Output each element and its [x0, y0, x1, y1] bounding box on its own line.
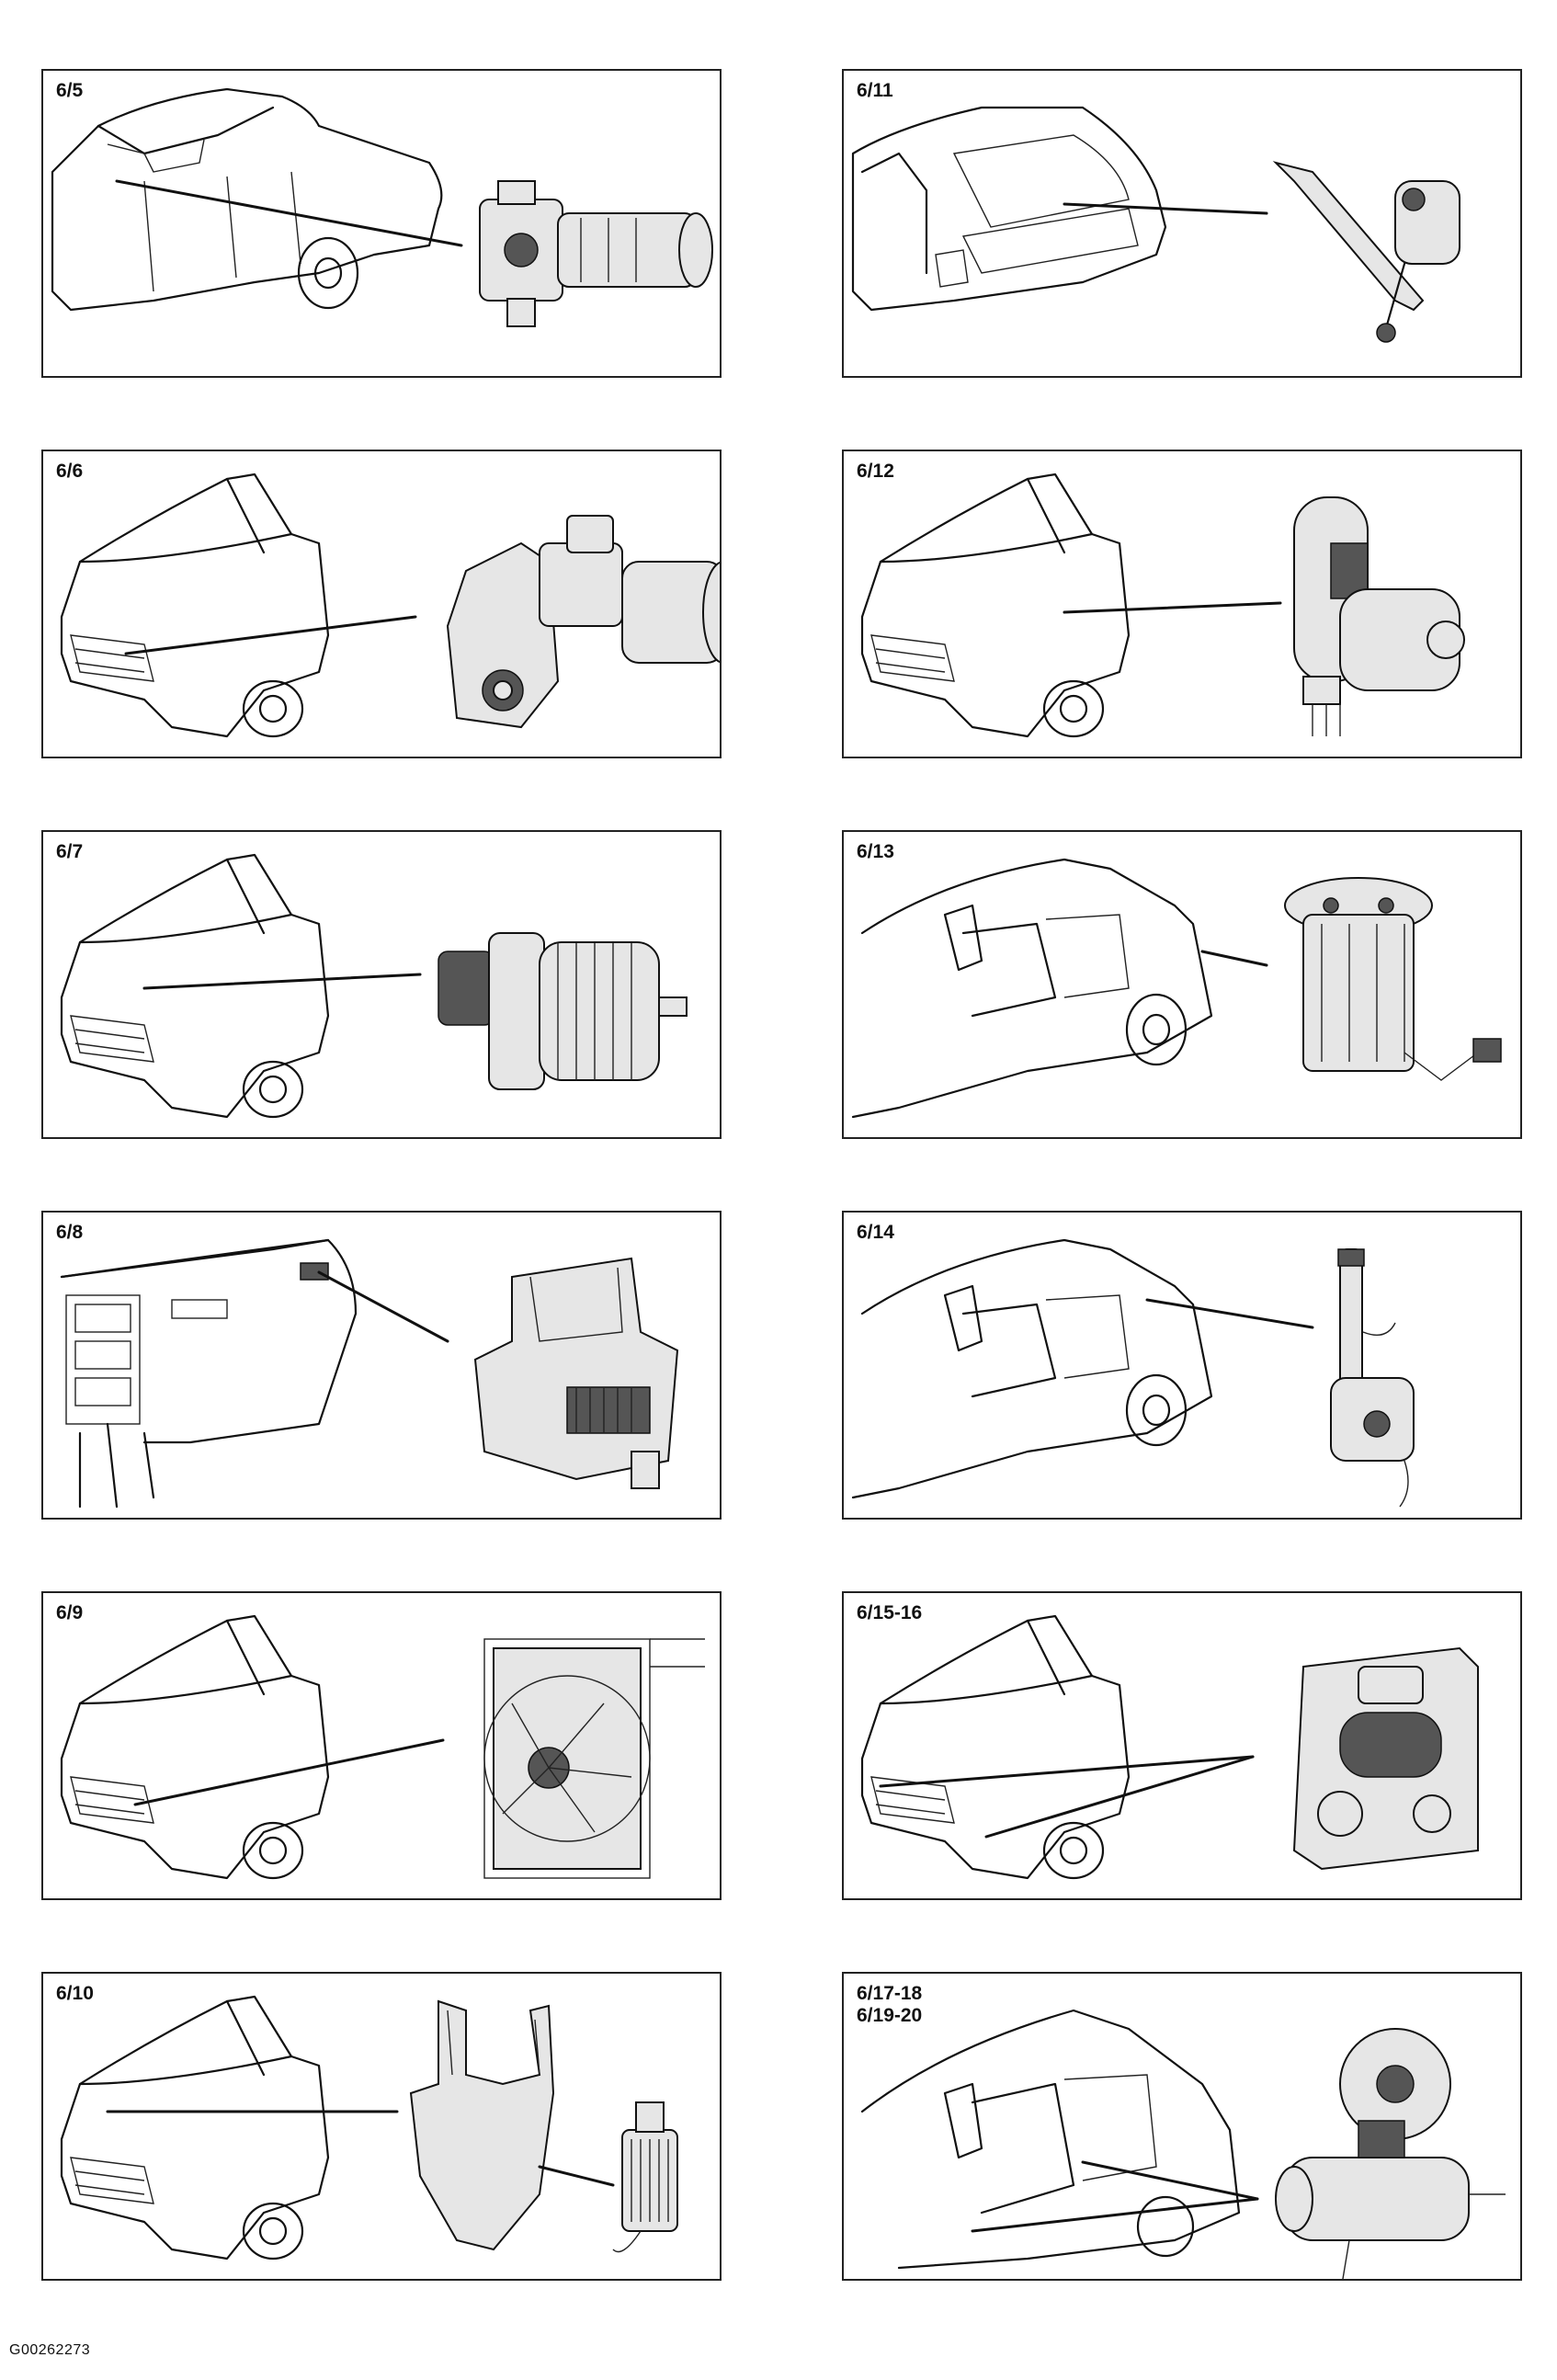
- illustration-sedan-antenna: [851, 1238, 1415, 1508]
- panel-6-12: 6/12: [842, 450, 1522, 758]
- illustration-dashboard-blower: [60, 1238, 679, 1509]
- illustration-sedan-window-motor: [860, 2009, 1506, 2279]
- panel-label: 6/9: [56, 1602, 84, 1623]
- panel-6-11: 6/11: [842, 69, 1522, 378]
- panel-6-14: 6/14: [842, 1211, 1522, 1520]
- panel-6-13: 6/13: [842, 830, 1522, 1139]
- panel-label: 6/11: [857, 80, 893, 101]
- panel-6-6: 6/6: [41, 450, 722, 758]
- illustration-sedan-motor: [51, 87, 713, 327]
- illustration-front-alternator: [60, 853, 688, 1119]
- panel-label: 6/10: [56, 1983, 94, 2004]
- panel-6-15-16: 6/15-16: [842, 1591, 1522, 1900]
- panel-label: 6/5: [56, 80, 84, 101]
- panel-6-5: 6/5: [41, 69, 722, 378]
- panel-6-9: 6/9: [41, 1591, 722, 1900]
- panel-label: 6/13: [857, 841, 894, 862]
- illustration-front-cooling-fan: [60, 1614, 705, 1880]
- illustration-wagon-wiper-motor: [851, 106, 1460, 343]
- illustration-front-starter: [60, 473, 720, 738]
- illustration-sedan-fuel-pump: [851, 858, 1502, 1119]
- illustration-front-washer-reservoir: [60, 1995, 678, 2260]
- panel-label: 6/12: [857, 461, 894, 482]
- panel-label: 6/17-18 6/19-20: [857, 1983, 923, 2026]
- panel-label: 6/14: [857, 1222, 894, 1243]
- panel-6-17-20: 6/17-18 6/19-20: [842, 1972, 1522, 2281]
- illustration-front-pump-motor: [860, 473, 1465, 738]
- panel-6-8: 6/8: [41, 1211, 722, 1520]
- panel-label: 6/15-16: [857, 1602, 923, 1623]
- document-code: G00262273: [9, 2342, 91, 2358]
- panel-label: 6/7: [56, 841, 84, 862]
- panel-6-7: 6/7: [41, 830, 722, 1139]
- illustration-front-headlamp: [860, 1614, 1479, 1880]
- panel-label: 6/6: [56, 461, 84, 482]
- panel-6-10: 6/10: [41, 1972, 722, 2281]
- panel-label: 6/8: [56, 1222, 84, 1243]
